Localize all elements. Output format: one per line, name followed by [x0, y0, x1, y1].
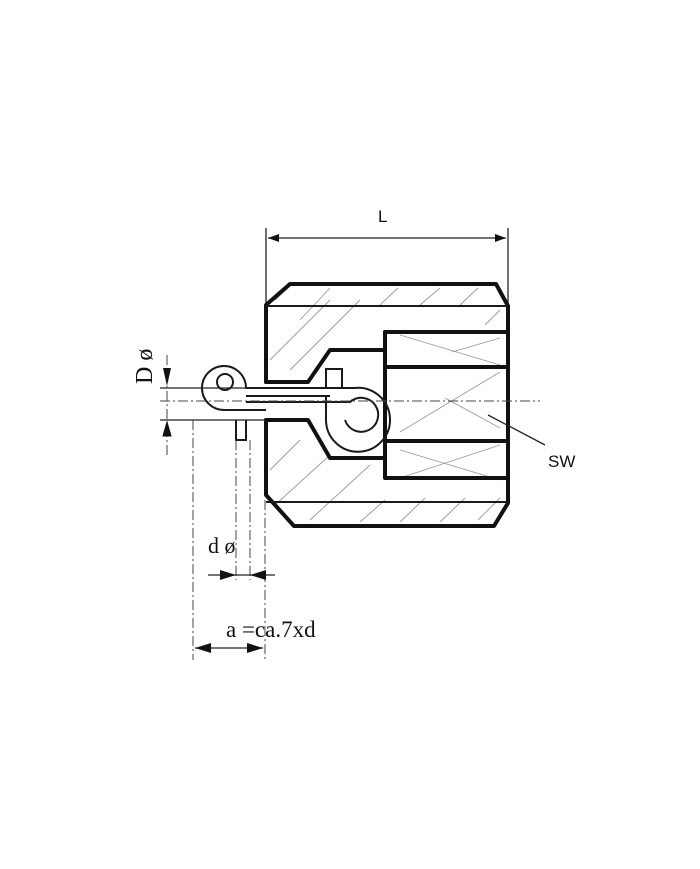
- dimension-length: L: [265, 207, 509, 305]
- section-hatching: [269, 285, 501, 523]
- label-wrench-size: SW: [548, 452, 575, 471]
- dimension-wire-diameter: d ø: [192, 420, 275, 660]
- label-spacing-formula: a =ca.7xd: [226, 617, 316, 642]
- label-wire-diameter: d ø: [208, 533, 236, 558]
- wrench-size-callout: SW: [487, 414, 575, 471]
- label-outer-diameter: D ø: [132, 349, 158, 384]
- dimension-spacing: a =ca.7xd: [195, 617, 316, 653]
- label-length: L: [378, 207, 387, 226]
- spring-wire: [201, 365, 391, 453]
- dimension-outer-diameter: D ø: [132, 349, 172, 455]
- nut-body: [264, 282, 510, 528]
